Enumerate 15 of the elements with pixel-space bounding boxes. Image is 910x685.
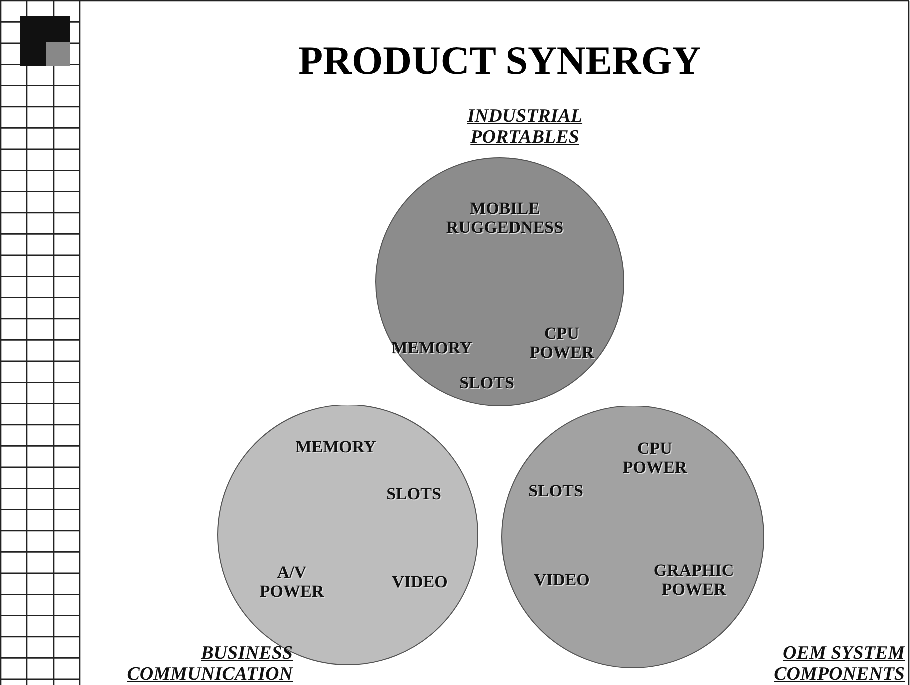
circle-label: A/V POWER xyxy=(260,563,324,601)
title: PRODUCT SYNERGY xyxy=(298,38,702,84)
circle-heading: BUSINESS COMMUNICATION xyxy=(126,643,293,685)
circle-label: CPU POWER xyxy=(622,439,688,477)
circle-heading: INDUSTRIAL PORTABLES xyxy=(466,106,584,148)
circle-heading: OEM SYSTEM COMPONENTS xyxy=(773,643,905,685)
circle-label: MOBILE RUGGEDNESS xyxy=(446,199,564,237)
circle-label: VIDEO xyxy=(392,572,448,592)
circle-label: SLOTS xyxy=(386,484,442,504)
circle-label: GRAPHIC POWER xyxy=(654,561,734,599)
circle-label: VIDEO xyxy=(534,570,590,590)
circle-label: SLOTS xyxy=(460,374,514,392)
circle-label: SLOTS xyxy=(528,482,584,500)
circle-label: MEMORY xyxy=(296,438,376,456)
circle-label: CPU POWER xyxy=(530,324,594,362)
